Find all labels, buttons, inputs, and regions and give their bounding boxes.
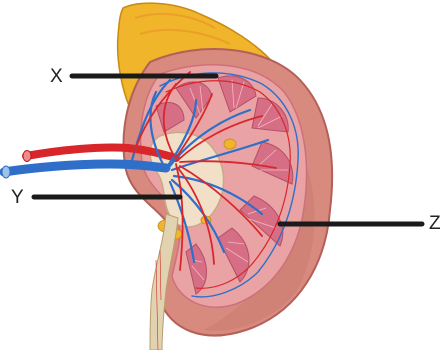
label-y: Y (11, 188, 24, 207)
label-z: Z (429, 214, 441, 233)
label-x: X (50, 67, 63, 86)
